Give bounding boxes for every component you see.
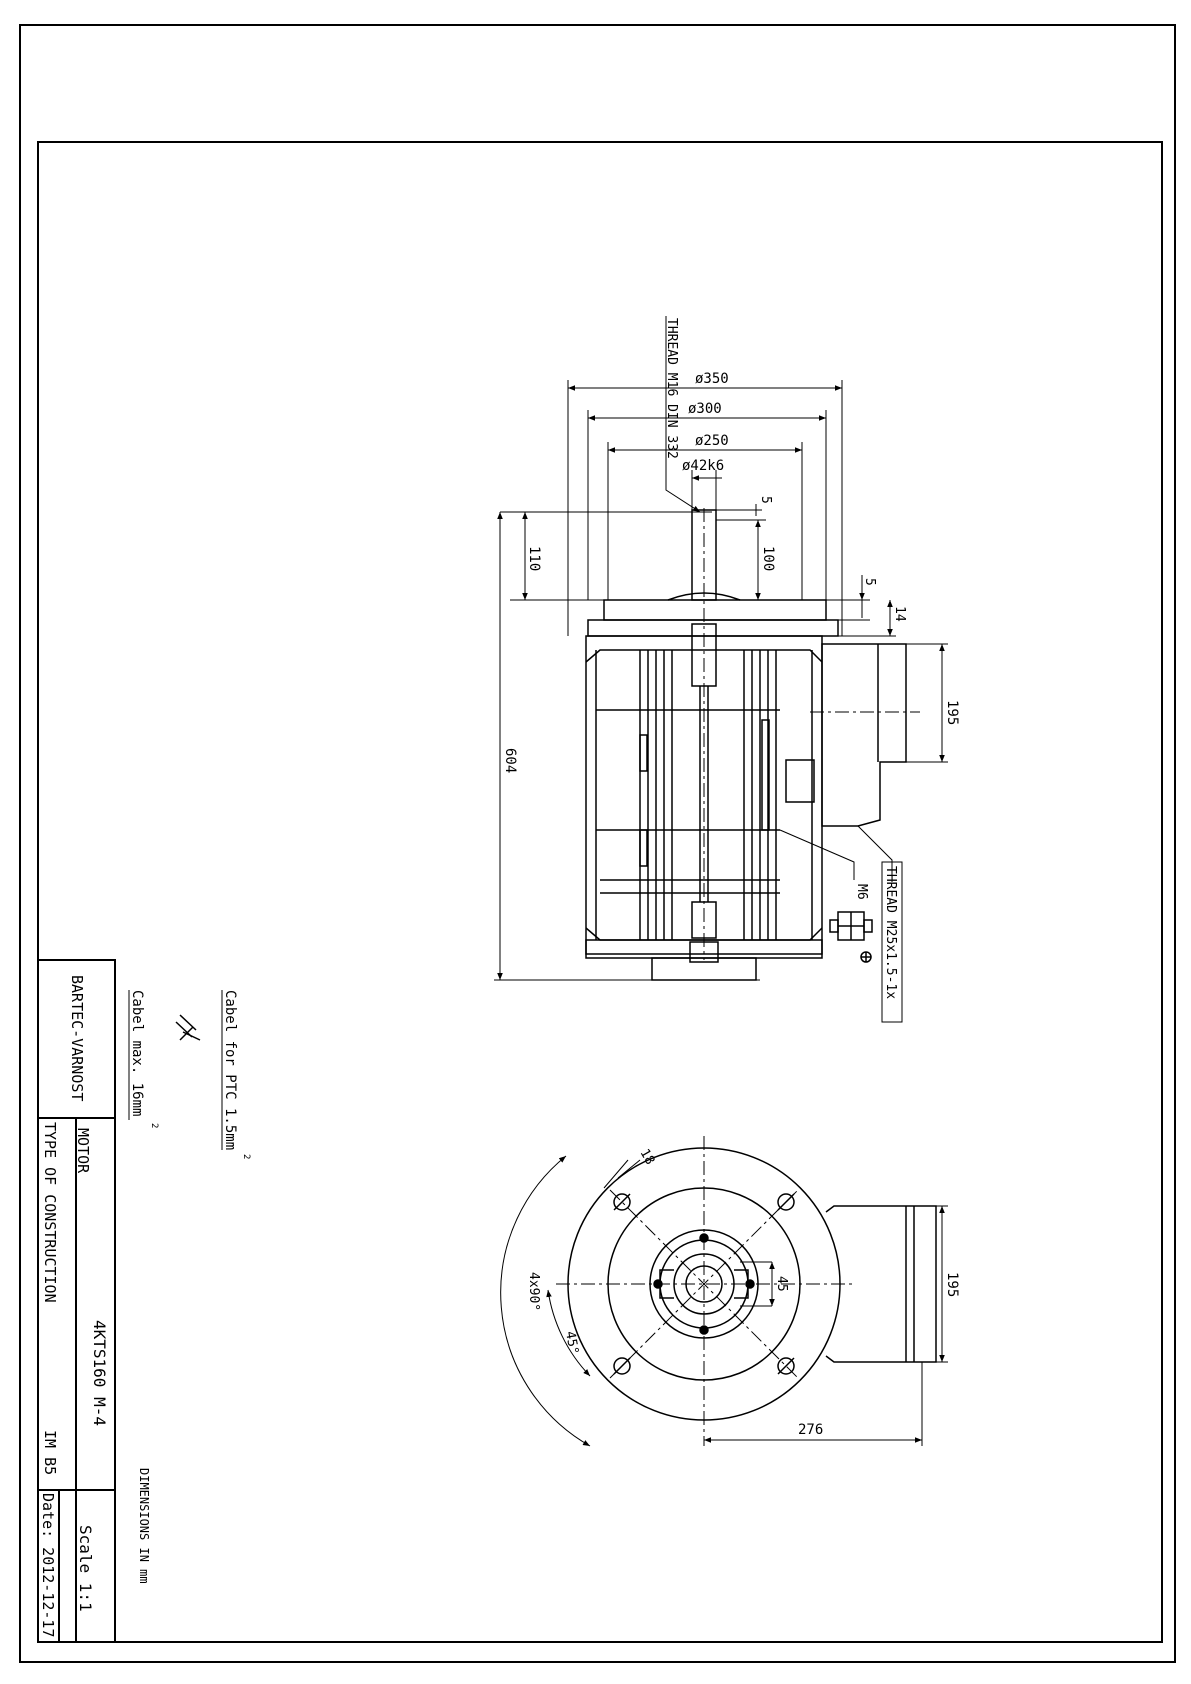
construction-label: TYPE OF CONSTRUCTION (41, 1122, 59, 1303)
dim-300-label: ø300 (688, 401, 722, 417)
dim-42k6-label: ø42k6 (682, 458, 724, 474)
product-label: MOTOR (74, 1128, 92, 1174)
dim-250-label: ø250 (695, 433, 729, 449)
dim-4x90-label: 4x90° (526, 1272, 541, 1311)
cable-max-superscript: 2 (149, 1123, 159, 1128)
dimensions-note: DIMENSIONS IN mm (137, 1468, 151, 1584)
cable-max-note: Cabel max. 16mm (129, 990, 145, 1116)
title-block (37, 959, 116, 1643)
ground-m6-label: M6 (854, 884, 869, 900)
company-name: BARTEC-VARNOST (68, 975, 86, 1101)
dim-195-side-label: 195 (944, 700, 960, 725)
front-view-centerlines (556, 1136, 852, 1438)
dim-5-top-label: 5 (758, 496, 773, 504)
dim-604-label: 604 (502, 748, 518, 773)
dim-18-label: 18 (637, 1147, 658, 1168)
dim-14-label: 14 (892, 606, 907, 622)
dim-276-label: 276 (798, 1422, 823, 1438)
cable-ptc-superscript: 2 (241, 1154, 251, 1159)
scale-label: Scale 1:1 (76, 1525, 95, 1612)
shaft-thread-label: THREAD M16 DIN 332 (664, 318, 679, 459)
outer-frame (19, 24, 1176, 1663)
dim-195-front-label: 195 (944, 1272, 960, 1297)
cable-ptc-note: Cabel for PTC 1.5mm (222, 990, 238, 1150)
dim-5-flange-label: 5 (862, 578, 877, 586)
front-view-dimensions (500, 1155, 948, 1447)
cable-gland-icon (175, 1014, 201, 1041)
ground-terminal-icon (829, 911, 873, 963)
side-view-dimensions (494, 316, 948, 981)
date-label: Date: 2012-12-17 (39, 1493, 57, 1638)
dim-110-label: 110 (526, 546, 542, 571)
terminal-thread-label: THREAD M25x1.5-1x (883, 866, 898, 999)
inner-frame (37, 141, 1163, 1643)
dim-45-label: 45 (774, 1276, 789, 1292)
construction-type: IM B5 (41, 1430, 59, 1475)
dim-45-deg-label: 45° (562, 1330, 581, 1356)
thread-box-frame (881, 861, 903, 1023)
dim-100-label: 100 (760, 546, 776, 571)
dim-350-label: ø350 (695, 371, 729, 387)
side-view (585, 508, 920, 981)
model-number: 4KTS160 M-4 (90, 1320, 109, 1426)
